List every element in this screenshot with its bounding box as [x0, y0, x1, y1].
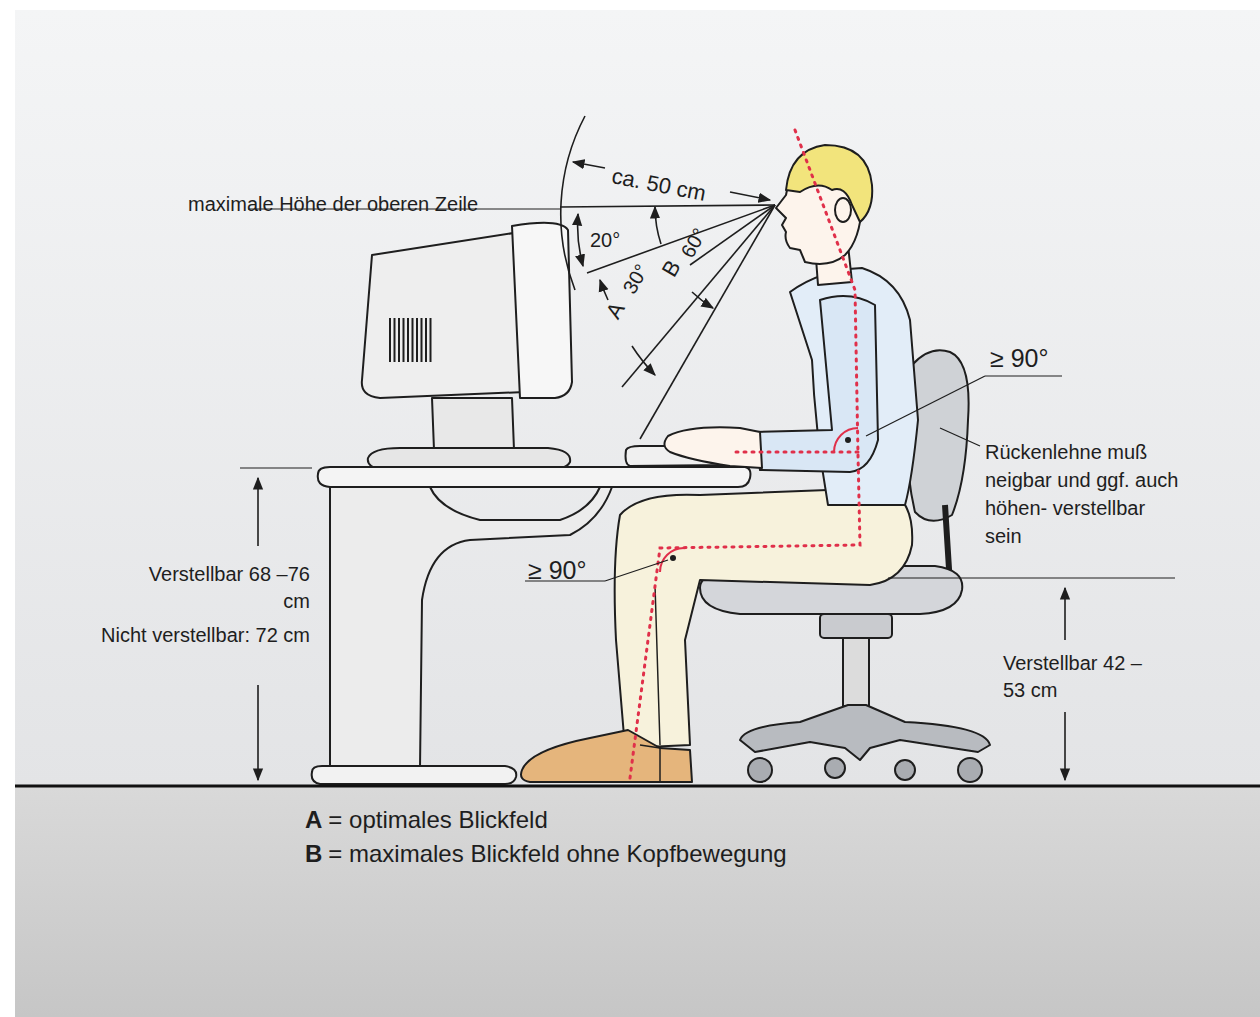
- vent-slot: [430, 318, 432, 362]
- line-height-label: maximale Höhe der oberen Zeile: [188, 192, 478, 216]
- legend-text: = maximales Blickfeld ohne Kopfbewegung: [328, 840, 786, 869]
- legend-letter: B: [305, 840, 322, 869]
- note-text: Rückenlehne muß neigbar und ggf. auch hö…: [985, 438, 1185, 550]
- angle-label: 20°: [590, 228, 620, 252]
- vent-slot: [416, 318, 418, 362]
- vent-slot: [425, 318, 427, 362]
- vent-slot: [412, 318, 414, 362]
- dimension-label: Verstellbar 68 –76 cm: [140, 561, 310, 615]
- angle-label: ≥ 90°: [990, 343, 1048, 373]
- legend-text: = optimales Blickfeld: [328, 806, 547, 835]
- vent-slot: [421, 318, 423, 362]
- vent-slot: [394, 318, 396, 362]
- vent-slot: [389, 318, 391, 362]
- angle-label: ≥ 90°: [528, 555, 586, 585]
- vent-slot: [398, 318, 400, 362]
- dimension-label: Nicht verstellbar: 72 cm: [100, 622, 310, 649]
- legend-letter: A: [305, 806, 322, 835]
- vent-slot: [403, 318, 405, 362]
- vent-slot: [407, 318, 409, 362]
- dimension-label: Verstellbar 42 – 53 cm: [1003, 650, 1143, 704]
